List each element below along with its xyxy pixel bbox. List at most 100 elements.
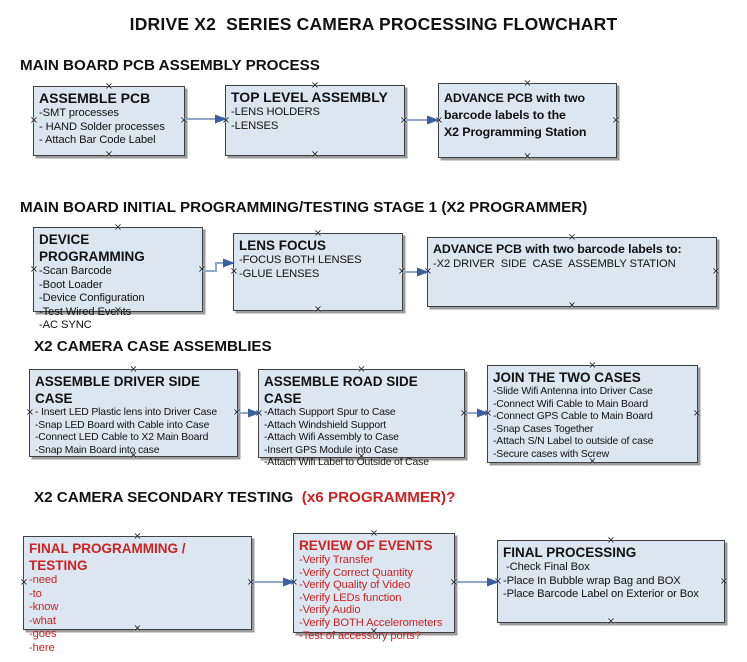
- box-title: ASSEMBLE DRIVER SIDE CASE: [35, 374, 201, 406]
- connection-handle[interactable]: ×: [179, 114, 189, 126]
- connection-handle[interactable]: ×: [493, 575, 503, 587]
- box-item: -X2 DRIVER SIDE CASE ASSEMBLY STATION: [433, 258, 676, 270]
- flow-box-join-the-two-cases[interactable]: JOIN THE TWO CASES -Slide Wifi Antenna i…: [483, 360, 702, 466]
- box-item: -LENSES: [231, 119, 279, 132]
- box-item: -Test Wired Events: [39, 305, 132, 318]
- box-item: -goes: [29, 628, 57, 640]
- box-item: -Connect LED Cable to X2 Main Board: [35, 432, 209, 443]
- connector-arrow-toplevel-to-advance1[interactable]: [405, 115, 439, 125]
- flow-box-final-processing[interactable]: FINAL PROCESSING -Check Final Box -Place…: [493, 535, 729, 626]
- box-item: - HAND Solder processes: [39, 120, 165, 133]
- flow-box-advance-pcb-driver-side-station[interactable]: ADVANCE PCB with two barcode labels to: …: [423, 232, 721, 310]
- box-title: FINAL PROCESSING: [503, 545, 637, 560]
- connection-handle[interactable]: ×: [310, 148, 320, 160]
- connection-handle[interactable]: ×: [711, 265, 721, 277]
- box-title: TOP LEVEL ASSEMBLY: [231, 89, 388, 105]
- box-item: -GLUE LENSES: [239, 267, 320, 280]
- connector-arrow-driver-to-road[interactable]: [238, 408, 260, 418]
- connector-arrow-lensfocus-to-advance2[interactable]: [403, 267, 429, 277]
- flow-box-final-programming-testing[interactable]: FINAL PROGRAMMING / TESTING -need -to -k…: [19, 531, 256, 653]
- box-item: - Insert LED Plastic lens into Driver Ca…: [35, 407, 217, 418]
- box-item: -Device Configuration: [39, 292, 145, 304]
- box-item: -Insert GPS Module into Case: [264, 444, 398, 456]
- connection-handle[interactable]: ×: [523, 150, 532, 162]
- box-item: - Attach Bar Code Label: [39, 134, 156, 146]
- connection-handle[interactable]: ×: [434, 114, 444, 126]
- section-heading-secondary-testing: X2 CAMERA SECONDARY TESTING (x6 PROGRAMM…: [34, 489, 455, 506]
- box-item: -LENS HOLDERS: [231, 106, 320, 118]
- box-item: -Connect Wifi Cable to Main Board: [493, 398, 649, 410]
- connection-handle[interactable]: ×: [719, 575, 729, 587]
- box-item: -SMT processes: [39, 107, 119, 119]
- connector-arrow-finalprog-to-review[interactable]: [252, 577, 295, 587]
- box-items: -LENS HOLDERS -LENSES: [231, 106, 399, 133]
- connection-handle[interactable]: ×: [254, 407, 264, 419]
- connector-arrow-road-to-join[interactable]: [465, 408, 489, 418]
- box-title: ASSEMBLE PCB: [39, 90, 151, 106]
- box-item: -Verify Correct Quantity: [299, 566, 413, 579]
- connection-handle[interactable]: ×: [423, 265, 433, 277]
- connection-handle[interactable]: ×: [104, 148, 114, 160]
- box-items: -Slide Wifi Antenna into Driver Case -Co…: [493, 386, 692, 461]
- box-item: -here: [29, 641, 55, 654]
- box-items: -SMT processes - HAND Solder processes -…: [39, 107, 179, 148]
- box-item: -Verify Transfer: [299, 554, 374, 566]
- flow-box-assemble-pcb[interactable]: ASSEMBLE PCB -SMT processes - HAND Solde…: [29, 81, 189, 159]
- box-title: REVIEW OF EVENTS: [299, 538, 433, 553]
- connection-handle[interactable]: ×: [397, 265, 407, 277]
- box-title: FINAL PROGRAMMING / TESTING: [29, 541, 186, 573]
- box-items: - Insert LED Plastic lens into Driver Ca…: [35, 407, 232, 457]
- flow-box-assemble-driver-side-case[interactable]: ASSEMBLE DRIVER SIDE CASE - Insert LED P…: [25, 364, 242, 460]
- connection-handle[interactable]: ×: [25, 406, 35, 418]
- box-title: JOIN THE TWO CASES: [493, 370, 641, 385]
- box-item: -FOCUS BOTH LENSES: [239, 254, 362, 266]
- connection-handle[interactable]: ×: [29, 263, 39, 275]
- connection-handle[interactable]: ×: [483, 407, 493, 419]
- connection-handle[interactable]: ×: [246, 576, 256, 588]
- box-items: -Attach Support Spur to Case -Attach Win…: [264, 407, 459, 470]
- connector-arrow-review-to-finalproc[interactable]: [455, 577, 499, 587]
- box-items: -need -to -know -what -goes -here: [29, 574, 246, 655]
- section-heading-initial-programming: MAIN BOARD INITIAL PROGRAMMING/TESTING S…: [20, 199, 588, 216]
- connection-handle[interactable]: ×: [313, 303, 323, 315]
- box-item: -know: [29, 601, 59, 613]
- connection-handle[interactable]: ×: [197, 263, 207, 275]
- flow-box-top-level-assembly[interactable]: TOP LEVEL ASSEMBLY -LENS HOLDERS -LENSES…: [221, 80, 409, 159]
- box-item: -Secure cases with Screw: [493, 448, 609, 460]
- flow-box-review-of-events[interactable]: REVIEW OF EVENTS -Verify Transfer -Verif…: [289, 528, 459, 641]
- connection-handle[interactable]: ×: [19, 576, 29, 588]
- connection-handle[interactable]: ×: [232, 406, 242, 418]
- connection-handle[interactable]: ×: [606, 615, 616, 627]
- box-item: -what: [29, 614, 56, 627]
- box-title: LENS FOCUS: [239, 238, 327, 253]
- box-item: -Verify LEDs function: [299, 591, 402, 604]
- connection-handle[interactable]: ×: [692, 407, 702, 419]
- box-item: -Attach Support Spur to Case: [264, 407, 396, 418]
- connection-handle[interactable]: ×: [399, 114, 409, 126]
- connection-handle[interactable]: ×: [289, 576, 299, 588]
- connection-handle[interactable]: ×: [611, 114, 621, 126]
- connection-handle[interactable]: ×: [29, 114, 39, 126]
- flow-box-advance-pcb-programming-station[interactable]: ADVANCE PCB with two barcode labels to t…: [434, 78, 621, 161]
- box-item: -Slide Wifi Antenna into Driver Case: [493, 386, 653, 397]
- connector-arrow-device-to-lensfocus[interactable]: [203, 258, 235, 272]
- connection-handle[interactable]: ×: [449, 576, 459, 588]
- connection-handle[interactable]: ×: [459, 407, 469, 419]
- box-item: -Verify Audio: [299, 604, 361, 617]
- box-title: DEVICE PROGRAMMING: [39, 232, 145, 264]
- connection-handle[interactable]: ×: [229, 265, 239, 277]
- connector-arrow-assemble-to-toplevel[interactable]: [185, 114, 227, 124]
- flow-box-lens-focus[interactable]: LENS FOCUS -FOCUS BOTH LENSES -GLUE LENS…: [229, 228, 407, 314]
- connection-handle[interactable]: ×: [221, 114, 231, 126]
- box-title: ASSEMBLE ROAD SIDE CASE: [264, 374, 418, 406]
- box-item: -to: [29, 587, 42, 600]
- box-item: -AC SYNC: [39, 319, 92, 331]
- box-items: -Check Final Box -Place In Bubble wrap B…: [503, 561, 719, 602]
- box-item: -Verify BOTH Accelerometers: [299, 616, 443, 629]
- box-items: -Verify Transfer -Verify Correct Quantit…: [299, 554, 449, 642]
- box-item: -need: [29, 574, 58, 586]
- flow-box-assemble-road-side-case[interactable]: ASSEMBLE ROAD SIDE CASE -Attach Support …: [254, 364, 469, 468]
- connection-handle[interactable]: ×: [567, 299, 577, 311]
- box-item: -Scan Barcode: [39, 265, 112, 277]
- flow-box-device-programming[interactable]: DEVICE PROGRAMMING -Scan Barcode -Boot L…: [29, 222, 207, 331]
